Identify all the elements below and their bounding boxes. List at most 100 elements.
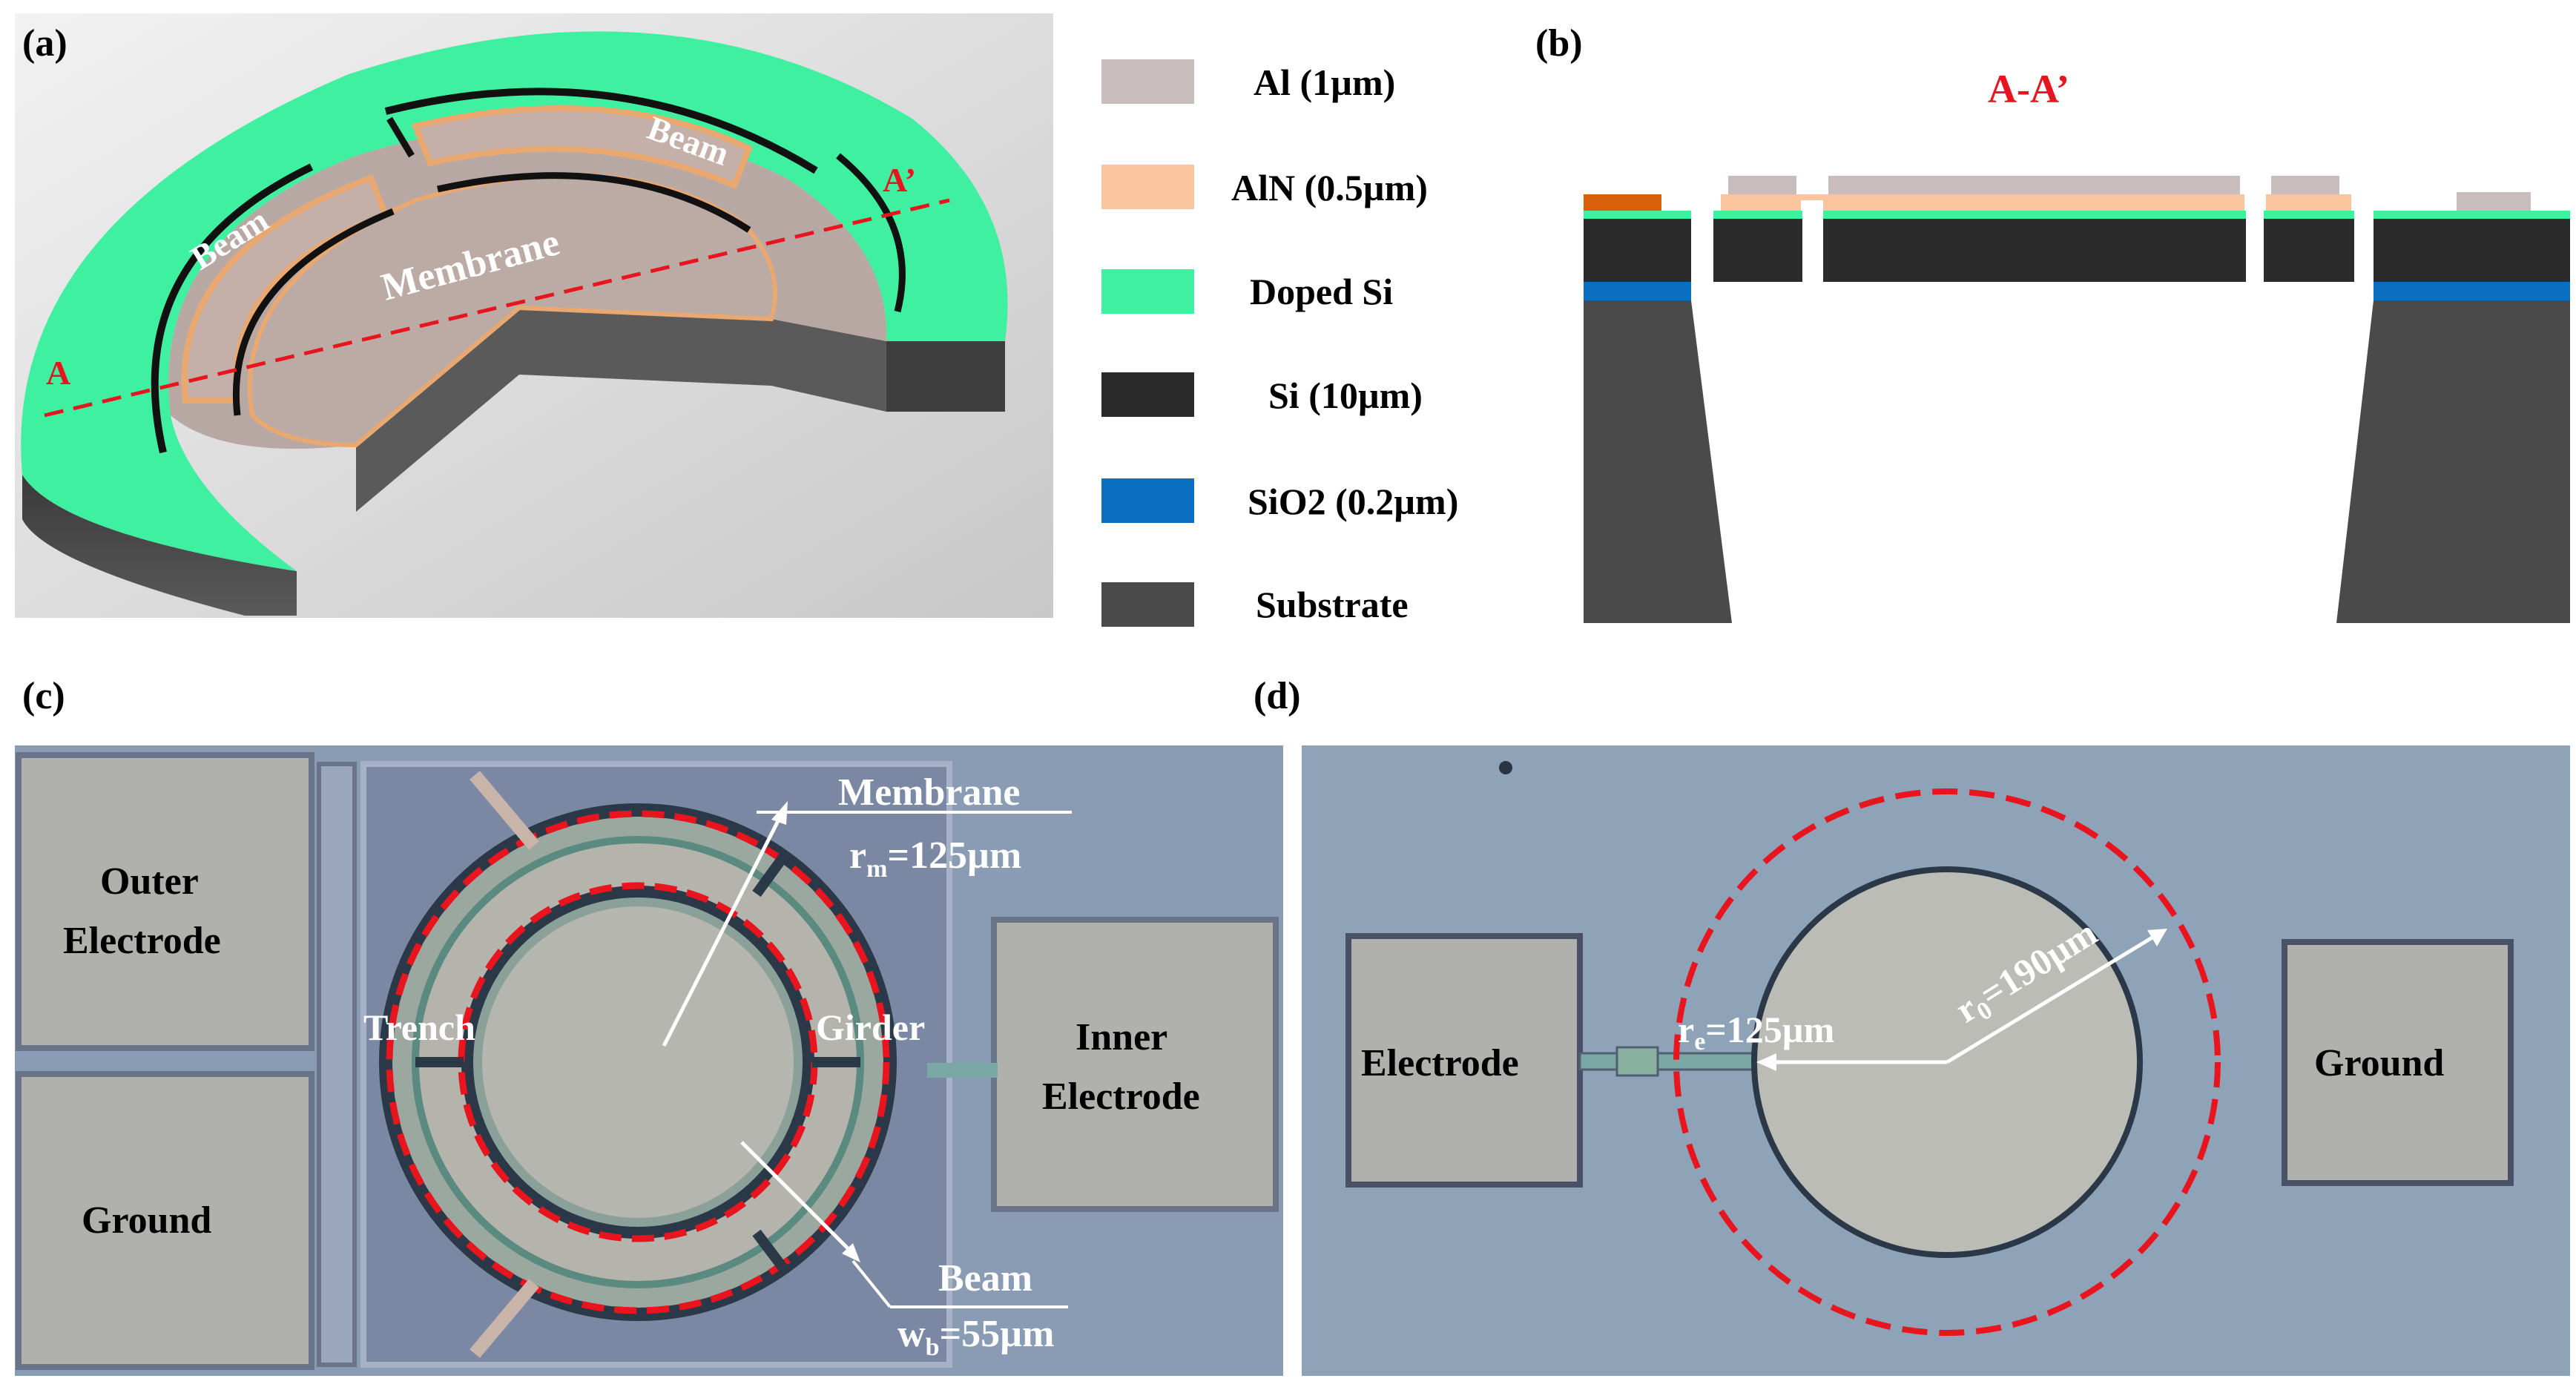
r0-arrow <box>1946 934 2156 1064</box>
r-e-subscript: e <box>1694 1028 1705 1055</box>
connector-tab <box>1615 1046 1659 1077</box>
r0-arrow-head <box>2147 929 2167 946</box>
membrane-radius-label: rm=125µm <box>849 834 1021 883</box>
ground-pad-c <box>16 1071 314 1370</box>
legend-swatch-aln <box>1101 165 1194 209</box>
doped-si-2 <box>1713 211 1802 219</box>
substrate-right <box>2336 300 2570 623</box>
cut-face <box>356 308 886 512</box>
cross-section-title: A-A’ <box>1988 67 2069 111</box>
inner-electrode-label-2: Electrode <box>1042 1076 1200 1118</box>
outer-electrode-pad <box>16 752 314 1051</box>
outer-ring-top <box>21 31 1008 571</box>
w-b-subscript: b <box>926 1334 940 1361</box>
trench-label: Trench <box>363 1007 475 1048</box>
girder-connector <box>927 1063 998 1078</box>
si-segment-1 <box>1584 219 1691 282</box>
beam-label-c: Beam <box>938 1257 1032 1300</box>
re-label: re=125µm <box>1678 1009 1834 1055</box>
doped-si-3 <box>1823 211 2246 219</box>
section-label-a: A <box>46 354 70 392</box>
al-3 <box>2271 176 2339 194</box>
electrode-label-d: Electrode <box>1361 1042 1519 1084</box>
beam-arrow <box>740 1141 854 1255</box>
legend-label-substrate: Substrate <box>1256 584 1409 625</box>
electrode-connector <box>1578 1052 1767 1071</box>
aln-bridge <box>1801 194 1823 200</box>
panel-c-label: (c) <box>22 675 65 717</box>
beam-width-label: wb=55µm <box>897 1313 1054 1361</box>
membrane-label-c: Membrane <box>838 771 1020 814</box>
membrane-disc-c <box>482 906 794 1218</box>
ground-label-c: Ground <box>82 1199 211 1242</box>
radial-cut-top <box>752 849 791 897</box>
w-b-symbol: w <box>897 1313 926 1355</box>
outer-dashed-circle <box>386 810 890 1314</box>
beam-right-shape <box>411 105 754 190</box>
outer-ring-side-right <box>886 341 1005 412</box>
radial-cut-bottom <box>752 1229 791 1276</box>
section-line <box>44 198 950 418</box>
legend-label-aln: AlN (0.5µm) <box>1231 167 1428 208</box>
outer-electrode-label-2: Electrode <box>63 920 221 962</box>
r-e-value: =125µm <box>1705 1009 1834 1050</box>
substrate-left <box>1584 300 1732 623</box>
tether-bottom <box>470 1279 539 1358</box>
r0-dashed-circle <box>1673 788 2221 1336</box>
aln-2 <box>1823 194 2244 211</box>
r-m-value: =125µm <box>887 834 1021 877</box>
re-arrow-head <box>1756 1053 1776 1071</box>
legend-swatch-sio2 <box>1101 478 1194 523</box>
ground-label-d: Ground <box>2314 1042 2444 1084</box>
ground-strip <box>317 762 357 1367</box>
r-e-symbol: r <box>1678 1009 1694 1050</box>
al-1 <box>1728 176 1796 194</box>
trench-radial <box>386 116 415 158</box>
legend-swatch-al <box>1101 59 1194 104</box>
legend-label-sio2: SiO2 (0.2µm) <box>1248 481 1458 522</box>
legend-swatch-doped-si <box>1101 269 1194 314</box>
r-m-subscript: m <box>866 855 887 883</box>
legend-label-al: Al (1µm) <box>1254 62 1395 103</box>
trench-arc-4 <box>437 172 751 233</box>
trench-arc-5 <box>836 153 906 313</box>
outer-electrode-label-1: Outer <box>100 860 199 903</box>
trench-arc-1 <box>151 163 314 454</box>
legend-swatch-si <box>1101 372 1194 417</box>
si-segment-2 <box>1713 219 1802 282</box>
membrane-arrow <box>662 811 785 1047</box>
sio2-right <box>2374 282 2570 300</box>
aln-3 <box>2266 194 2351 211</box>
doped-si-1 <box>1584 211 1691 219</box>
beam-left-shape <box>181 174 390 404</box>
doped-si-5 <box>2374 211 2570 219</box>
si-segment-4 <box>2264 219 2354 282</box>
r-m-symbol: r <box>849 834 866 877</box>
particle-dot <box>1499 761 1512 774</box>
al-2 <box>1828 176 2240 194</box>
electrode-pad-d <box>1345 933 1583 1188</box>
legend-label-si: Si (10µm) <box>1268 375 1423 416</box>
panel-b: (b) A-A’ <box>1535 22 2570 623</box>
beam-arrow-head <box>842 1243 860 1262</box>
panel-d-label: (d) <box>1254 675 1301 717</box>
inner-electrode-pad <box>991 917 1279 1212</box>
trench-arc-3 <box>232 208 395 416</box>
material-legend: Al (1µm) AlN (0.5µm) Doped Si Si (10µm) … <box>1101 59 1458 627</box>
w-b-value: =55µm <box>939 1313 1054 1355</box>
beam-leader-diag <box>851 1259 892 1308</box>
si-segment-3 <box>1823 219 2246 282</box>
panel-a-label: (a) <box>22 22 67 65</box>
girder-label: Girder <box>816 1007 925 1048</box>
aln-1 <box>1721 194 1801 211</box>
trench-arc-2 <box>384 88 818 174</box>
panel-c: (c) Outer Electro <box>15 675 1283 1376</box>
legend-label-doped-si: Doped Si <box>1250 271 1393 312</box>
si-segment-5 <box>2374 219 2570 282</box>
ground-pad-d <box>2282 939 2514 1186</box>
al-4 <box>2457 192 2531 211</box>
section-label-a-prime: A’ <box>883 161 916 199</box>
tether-top <box>470 771 539 850</box>
panel-d: (d) Electrode Ground re=125µm r0=190µm <box>1254 675 2570 1376</box>
